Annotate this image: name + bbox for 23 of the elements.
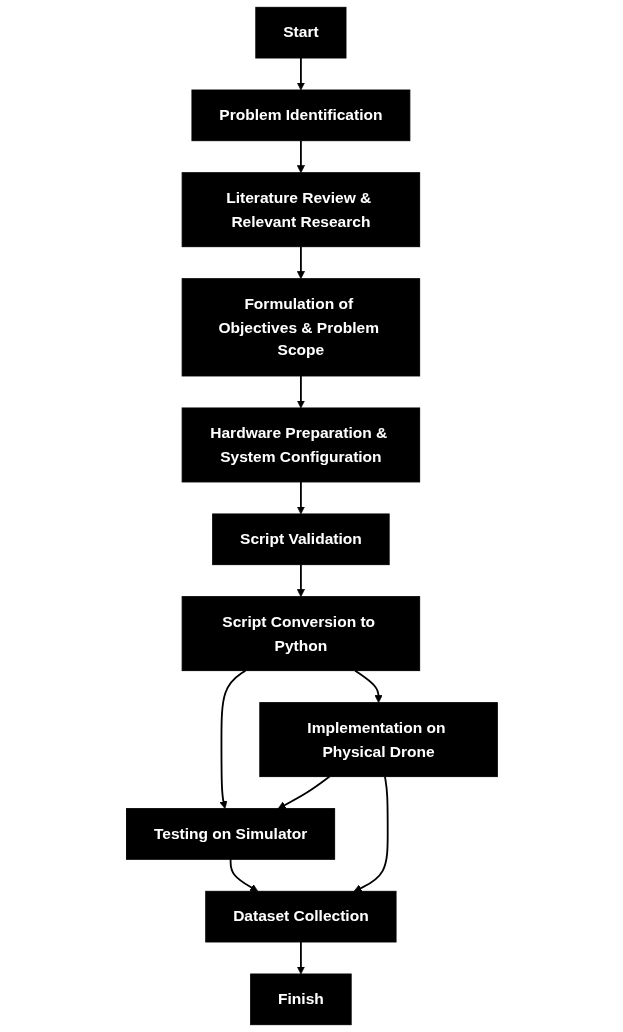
node-box: Formulation of Objectives & Problem Scope (181, 278, 420, 377)
node-box: Finish (249, 973, 352, 1026)
arrow (353, 669, 383, 703)
node-box: Testing on Simulator (125, 808, 335, 860)
arrow (296, 481, 305, 515)
node-box: Hardware Preparation & System Configuration (181, 407, 420, 483)
arrow (296, 139, 305, 174)
arrow (296, 941, 305, 975)
arrow (353, 775, 389, 892)
node-box: Script Conversion to Python (181, 596, 420, 672)
arrow (229, 858, 258, 892)
arrow (296, 57, 305, 91)
arrow (219, 669, 246, 809)
arrow (296, 375, 305, 409)
node-box: Problem Identification (191, 89, 410, 142)
node-box: Implementation on Physical Drone (258, 702, 498, 778)
node-box: Dataset Collection (204, 890, 397, 943)
arrow (277, 775, 330, 809)
node-box: Script Validation (211, 513, 390, 566)
arrow (296, 563, 305, 597)
node-box: Literature Review & Relevant Research (181, 172, 420, 248)
node-box: Start (254, 6, 347, 59)
arrow (296, 245, 305, 280)
